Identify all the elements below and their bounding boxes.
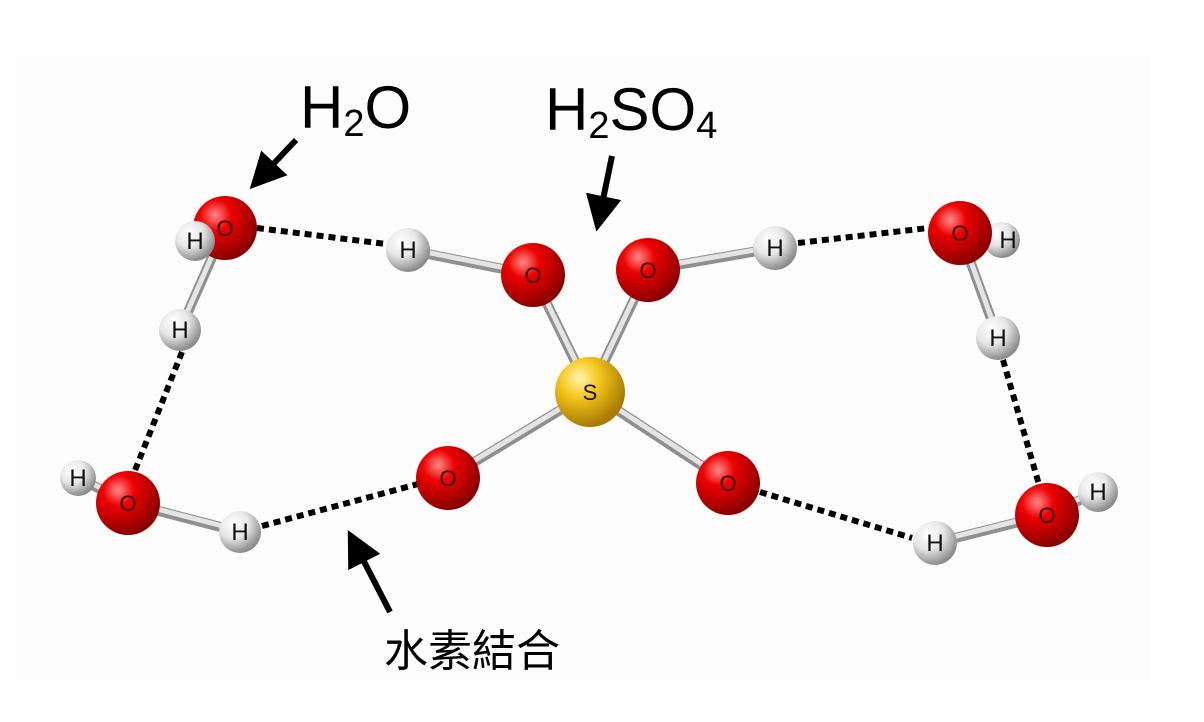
atom-o — [96, 471, 160, 535]
atom-label: H — [999, 227, 1016, 254]
atom-h — [1078, 472, 1118, 512]
atom-s — [555, 357, 625, 427]
hydrogen-bond — [129, 350, 185, 480]
atom-label: H — [766, 235, 783, 262]
atom-label: H — [231, 519, 248, 546]
atom-o — [416, 446, 480, 510]
arrow-icon — [586, 155, 622, 232]
atom-h — [753, 226, 797, 270]
water-label: H2O — [300, 74, 412, 145]
hydrogen-bonds — [129, 225, 1043, 541]
atom-label: H — [926, 530, 943, 557]
atoms — [60, 196, 1118, 565]
atom-label: O — [524, 263, 541, 288]
atom-label: H — [1089, 479, 1106, 506]
atom-label: O — [719, 471, 736, 496]
atom-h — [159, 309, 201, 351]
atom-h — [175, 221, 215, 261]
arrow-icon — [249, 137, 299, 190]
atom-label: H — [989, 325, 1006, 352]
atom-h — [913, 521, 957, 565]
arrows — [249, 137, 622, 614]
atom-label: O — [951, 221, 968, 246]
atom-label: O — [1038, 503, 1055, 528]
hydrogen-bond — [797, 225, 929, 246]
atom-h — [984, 222, 1020, 258]
atom-label: O — [216, 216, 233, 241]
atom-label: O — [119, 491, 136, 516]
atom-h — [60, 460, 96, 496]
atom-o — [616, 238, 680, 302]
hydrogen-bond — [759, 489, 913, 541]
atom-o — [928, 201, 992, 265]
atom-label: O — [639, 258, 656, 283]
atom-label: H — [186, 228, 203, 255]
hydrogen-bond — [256, 225, 387, 247]
atom-label: H — [171, 317, 188, 344]
atom-h — [976, 316, 1020, 360]
hydrogen-bond — [261, 481, 419, 529]
atom-o — [696, 451, 760, 515]
hydrogen-bond-label: 水素結合 — [384, 626, 560, 677]
atom-o — [1015, 483, 1079, 547]
atom-o — [501, 243, 565, 307]
atom-h — [219, 511, 261, 553]
atom-h — [386, 228, 430, 272]
atom-label: H — [399, 237, 416, 264]
atom-label: O — [439, 466, 456, 491]
atom-label: S — [583, 380, 598, 405]
arrow-icon — [347, 529, 393, 614]
atom-label: H — [69, 465, 86, 492]
sulfuric-acid-label: H2SO4 — [545, 76, 718, 147]
hydrogen-bond — [1000, 359, 1043, 489]
